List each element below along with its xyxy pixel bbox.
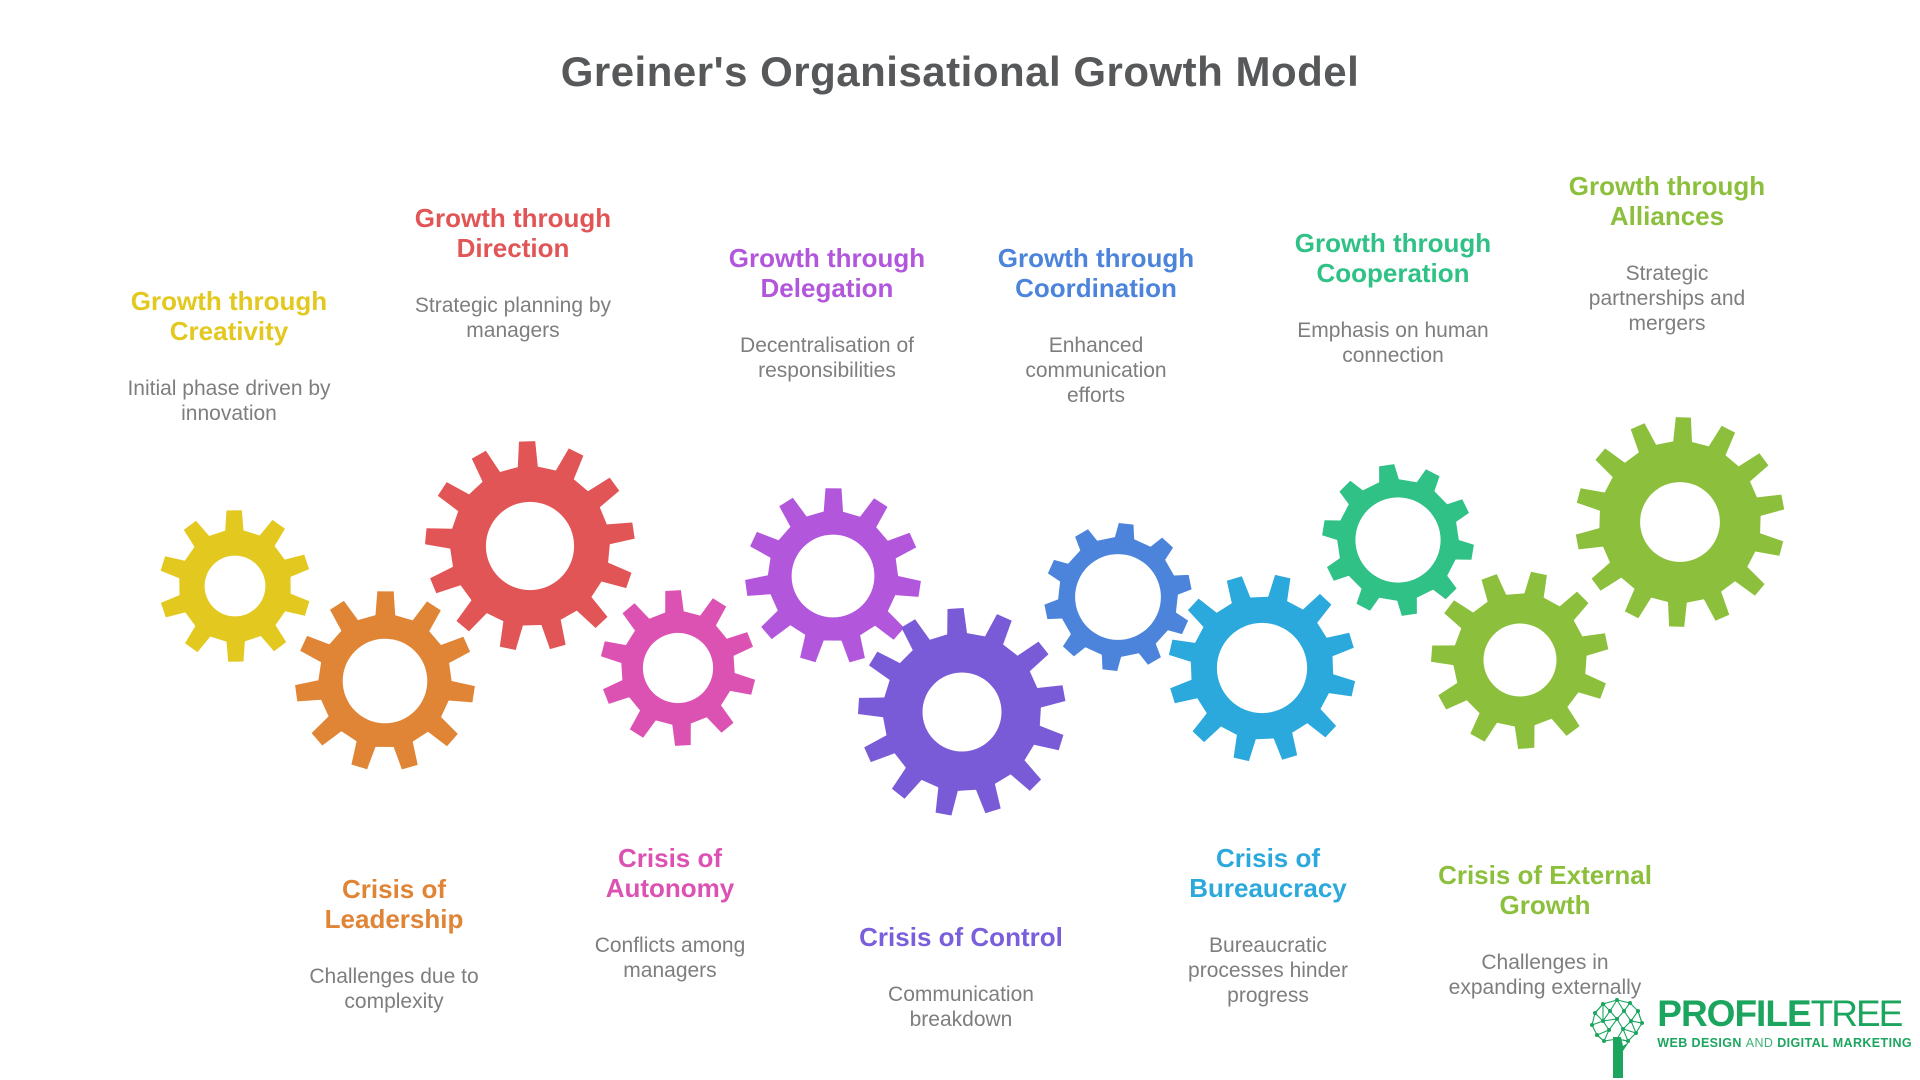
logo-text: PROFILETREE WEB DESIGN AND DIGITAL MARKE… [1657, 993, 1912, 1051]
crisis-desc: Conflicts among managers [594, 934, 746, 982]
stage-desc: Strategic partnerships and mergers [1588, 262, 1746, 335]
gear-autonomy [600, 590, 756, 746]
stage-desc: Initial phase driven by innovation [127, 377, 331, 425]
gear-delegation [745, 488, 921, 663]
crisis-external-growth: Crisis of External Growth Challenges in … [1375, 860, 1715, 1000]
stage-desc: Decentralisation of responsibilities [740, 334, 914, 382]
gear-control [858, 608, 1066, 816]
gear-direction [425, 441, 635, 650]
stage-alliances: Growth through Alliances Strategic partn… [1497, 171, 1837, 336]
network-tree-icon [1590, 998, 1645, 1078]
crisis-label: Crisis of External Growth [1438, 860, 1652, 920]
stage-coordination: Growth through Coordination Enhanced com… [926, 243, 1266, 408]
stage-label: Growth through Delegation [728, 243, 926, 303]
page-title: Greiner's Organisational Growth Model [560, 48, 1360, 95]
stage-desc: Emphasis on human connection [1297, 319, 1489, 367]
logo-brand: PROFILETREE [1657, 993, 1903, 1034]
stage-desc: Strategic planning by managers [414, 294, 612, 342]
stage-delegation: Growth through Delegation Decentralisati… [657, 243, 997, 383]
gear-bureaucracy [1168, 574, 1356, 762]
gear-cooperation [1322, 464, 1474, 616]
gear-leadership [295, 591, 475, 770]
crisis-label: Crisis of Autonomy [605, 843, 735, 903]
gear-alliances [1575, 417, 1785, 627]
crisis-desc: Challenges due to complexity [309, 965, 479, 1013]
crisis-label: Crisis of Control [859, 922, 1063, 952]
profiletree-logo: PROFILETREE WEB DESIGN AND DIGITAL MARKE… [1590, 994, 1912, 1078]
crisis-autonomy: Crisis of Autonomy Conflicts among manag… [500, 843, 840, 983]
stage-label: Growth through Alliances [1568, 171, 1766, 231]
crisis-label: Crisis of Leadership [324, 874, 464, 934]
logo-tagline: WEB DESIGN AND DIGITAL MARKETING [1657, 1036, 1912, 1050]
stage-creativity: Growth through Creativity Initial phase … [59, 286, 399, 426]
crisis-leadership: Crisis of Leadership Challenges due to c… [224, 874, 564, 1014]
crisis-desc: Communication breakdown [888, 983, 1034, 1031]
stage-direction: Growth through Direction Strategic plann… [343, 203, 683, 343]
crisis-label: Crisis of Bureaucracy [1189, 843, 1347, 903]
crisis-desc: Bureaucratic processes hinder progress [1188, 934, 1348, 1007]
crisis-bureaucracy: Crisis of Bureaucracy Bureaucratic proce… [1098, 843, 1438, 1008]
gear-creativity [160, 510, 310, 662]
gear-coordination [1044, 523, 1192, 671]
crisis-control: Crisis of Control Communication breakdow… [791, 922, 1131, 1032]
gear-external-growth [1431, 571, 1609, 749]
stage-desc: Enhanced communication efforts [1025, 334, 1167, 407]
stage-cooperation: Growth through Cooperation Emphasis on h… [1223, 228, 1563, 368]
crisis-desc: Challenges in expanding externally [1448, 951, 1642, 999]
stage-label: Growth through Cooperation [1294, 228, 1492, 288]
stage-label: Growth through Direction [414, 203, 612, 263]
stage-label: Growth through Creativity [130, 286, 328, 346]
stage-label: Growth through Coordination [997, 243, 1195, 303]
